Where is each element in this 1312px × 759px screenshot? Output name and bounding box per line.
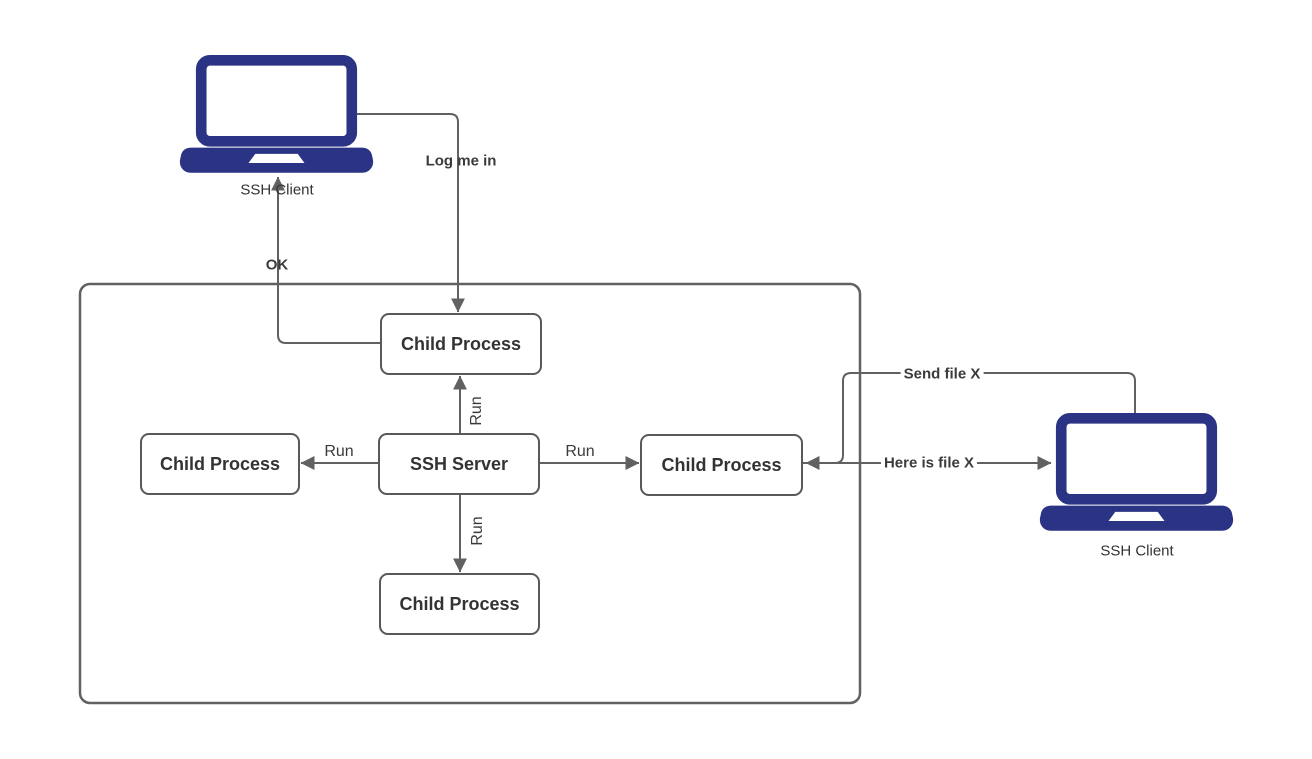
label-run-right: Run: [565, 443, 595, 460]
laptop-icon: [179, 54, 374, 173]
node-ssh-server: SSH Server: [378, 433, 540, 495]
node-child-process-bottom: Child Process: [379, 573, 540, 635]
label-run-left: Run: [324, 443, 354, 460]
label-run-down: Run: [469, 516, 486, 546]
edge-send-file: [805, 372, 1136, 470]
label-ssh-client-right: SSH Client: [1100, 542, 1174, 560]
label-send-file-x: Send file X: [900, 365, 984, 383]
node-child-process-top: Child Process: [380, 313, 542, 375]
label-here-is-file-x: Here is file X: [880, 454, 978, 472]
node-child-process-right: Child Process: [640, 434, 803, 496]
edge-log-me-in: [356, 113, 465, 313]
label-ssh-client-left: SSH Client: [240, 181, 314, 199]
server-boundary: [78, 282, 862, 705]
laptop-icon: [1039, 412, 1234, 531]
node-child-process-left: Child Process: [140, 433, 300, 495]
label-ok: OK: [265, 256, 289, 274]
label-log-me-in: Log me in: [425, 152, 497, 170]
label-run-up: Run: [468, 396, 485, 426]
edge-ok: [271, 176, 381, 344]
